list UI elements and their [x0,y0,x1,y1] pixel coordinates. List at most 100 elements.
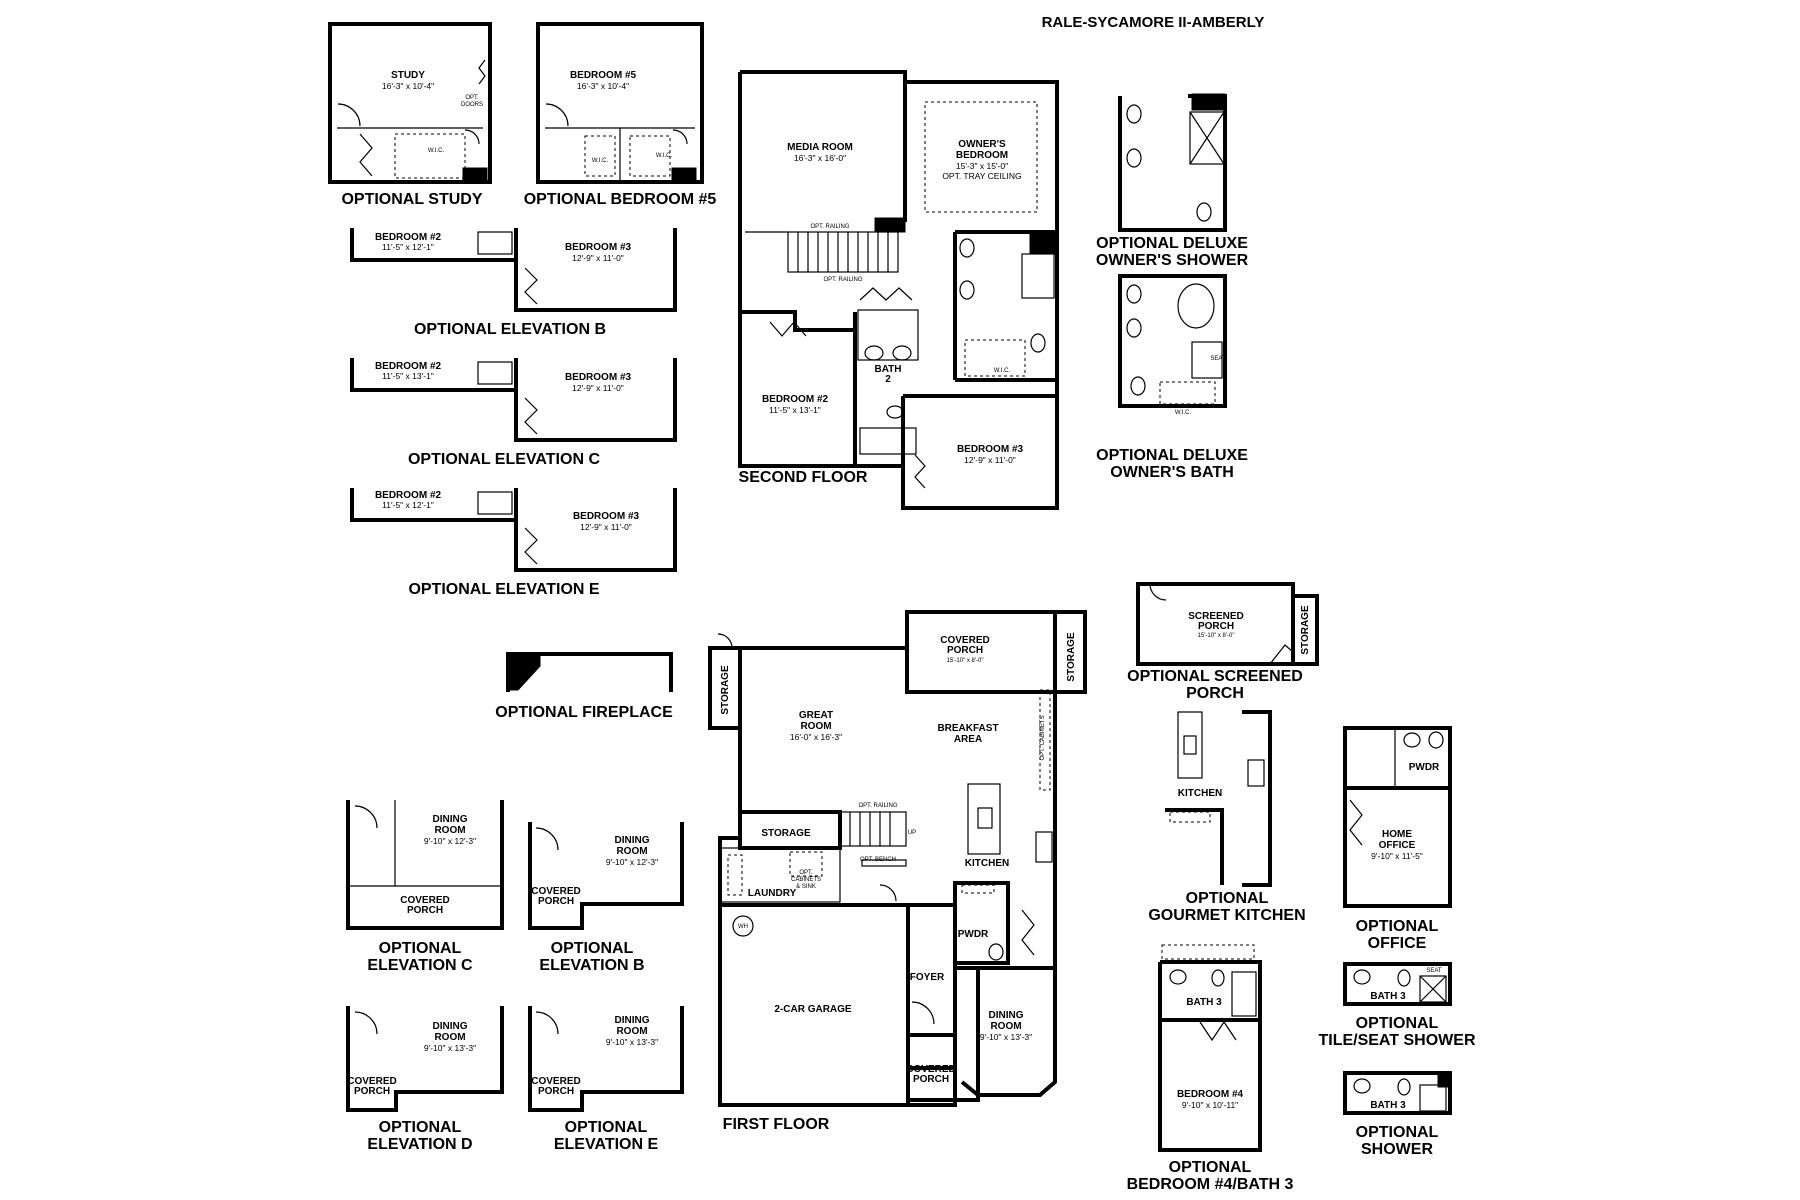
powder-room [953,881,1010,965]
deluxe-bath-shower [1191,341,1223,379]
powder-toilet [988,943,1004,961]
optional-office-plan: PWDR HOME OFFICE 9'-10" x 11'-5" OPTIONA… [1343,726,1452,952]
breakfast-line2: AREA [954,734,982,745]
home-office-line1: HOME [1382,829,1412,840]
bath2-linen [859,287,913,301]
opt-railing-bottom: OPT. RAILING [823,277,862,283]
dining-b-line2: ROOM [616,846,647,857]
first-opt-railing: OPT. RAILING [858,803,897,809]
breakfast-line1: BREAKFAST [937,723,998,734]
laundry-label: LAUNDRY [748,888,797,899]
deluxe-shower-plan: SEAT OPTIONAL DELUXE OWNER'S SHOWER [1096,93,1249,269]
dining-c-caption-2: ELEVATION C [367,957,473,974]
gourmet-caption-1: OPTIONAL [1186,890,1269,907]
tile-shower-caption-2: TILE/SEAT SHOWER [1318,1032,1475,1049]
elev-b-bed2-dim: 11'-5" x 12'-1" [382,242,434,252]
deluxe-shower-walls [1118,94,1227,232]
gourmet-kitchen-label: KITCHEN [1178,788,1222,799]
bath2-tub [859,427,917,455]
screened-caption-2: PORCH [1186,685,1244,702]
dining-bay [955,966,1057,1097]
gourmet-caption-2: GOURMET KITCHEN [1148,907,1305,924]
bedroom5-wic1-label: W.I.C. [592,158,609,164]
office-pwdr-label: PWDR [1409,762,1440,773]
deluxe-bath-wic [1159,381,1216,405]
elev-c-closet-door [524,397,538,435]
foyer-label: FOYER [910,972,945,983]
office-caption-1: OPTIONAL [1356,918,1439,935]
dining-d-line2: ROOM [434,1032,465,1043]
dining-line2: ROOM [990,1021,1021,1032]
deluxe-shower-x2 [1189,111,1225,165]
gourmet-pantry-wall [1165,808,1224,885]
dining-b-dim: 9'-10" x 12'-3" [606,857,658,867]
screened-door [1149,583,1167,601]
dining-b-door [535,827,559,851]
deluxe-bath-sink1 [1126,284,1142,304]
dining-e-door [535,1011,559,1035]
owner-shower [1021,253,1055,299]
bath2-sink1 [864,345,884,361]
deluxe-shower-caption-2: OWNER'S SHOWER [1096,252,1249,269]
elev-e-bed2-label: BEDROOM #2 [375,490,442,501]
shower-caption-1: OPTIONAL [1356,1124,1439,1141]
shower-sink [1353,1078,1371,1094]
first-stair-treads [849,812,891,846]
bedroom5-wic1-shelf [584,135,616,177]
bath3-sink [1169,969,1187,985]
tray-ceiling [924,101,1038,213]
gourmet-kitchen-plan: KITCHEN OPTIONAL GOURMET KITCHEN [1148,710,1306,924]
elev-e-bed3-label: BEDROOM #3 [573,511,640,522]
garage-label: 2-CAR GARAGE [774,1004,852,1015]
dining-c-porch-2: PORCH [407,905,443,916]
powder-shelf [961,884,995,894]
bath3-label: BATH 3 [1186,997,1222,1008]
front-porch-line1: COVERED [906,1064,955,1075]
dining-e-caption-1: OPTIONAL [565,1119,648,1136]
bath3-tub [1231,971,1257,1017]
dining-c-line2: ROOM [434,825,465,836]
great-room-line1: GREAT [799,710,833,721]
office-closet-door [1349,799,1363,846]
opt-bench [861,859,907,867]
tile-seat-shower-plan: BATH 3 SEAT OPTIONAL TILE/SEAT SHOWER [1318,962,1476,1049]
bedroom5-hvac [671,167,697,182]
elev-b-upper-plan: BEDROOM #2 11'-5" x 12'-1" BEDROOM #3 12… [350,228,677,338]
dining-c-porch-1: COVERED [400,895,449,906]
study-label: STUDY [391,70,425,81]
shower-block [1437,1074,1449,1088]
elev-c-upper-plan: BEDROOM #2 11'-5" x 13'-1" BEDROOM #3 12… [350,358,677,468]
storage-label: STORAGE [761,828,811,839]
opt-bench-label: OPT. BENCH [860,857,896,863]
dining-e-caption-2: ELEVATION E [554,1136,659,1153]
bedroom3-closet-door [914,454,926,489]
dining-elev-e-plan: DINING ROOM 9'-10" x 13'-3" COVERED PORC… [528,1006,684,1153]
opt-cabinets-label: OPT. CABINETS [1040,715,1046,760]
great-room-dim: 16'-0" x 16'-3" [790,732,842,742]
covered-porch-dim: 15'-10" x 8'-0" [947,658,984,664]
bedroom3-label: BEDROOM #3 [957,444,1024,455]
dining-c-walls [346,800,504,930]
bedroom2-label: BEDROOM #2 [762,394,829,405]
fireplace-plan: OPTIONAL FIREPLACE [495,652,673,721]
dining-c-line1: DINING [433,814,468,825]
bedroom5-door [545,103,569,127]
elev-e-closet-door [524,527,538,565]
study-hvac-block [462,167,488,182]
elev-e-bed3-dim: 12'-9" x 11'-0" [580,522,632,532]
screened-porch-dim: 15'-10" x 8'-0" [1198,633,1235,639]
gourmet-cabinet-wall [1242,710,1272,887]
office-walls [1343,726,1452,908]
tile-shower-caption-1: OPTIONAL [1356,1015,1439,1032]
deluxe-shower-seat: SEAT [1200,100,1216,106]
bedroom2-closet-door [769,321,807,337]
opt-doors-line1: OPT. [465,95,479,101]
elev-b-tub [477,231,513,255]
tile-shower-toilet [1397,969,1411,987]
tile-shower-walls [1343,962,1452,1006]
covered-porch-line2: PORCH [947,645,983,656]
gourmet-island [1177,711,1203,779]
opt-cab-sink-3: & SINK [796,884,816,890]
owner-sink2 [959,280,975,300]
elev-b-bed3-label: BEDROOM #3 [565,242,632,253]
